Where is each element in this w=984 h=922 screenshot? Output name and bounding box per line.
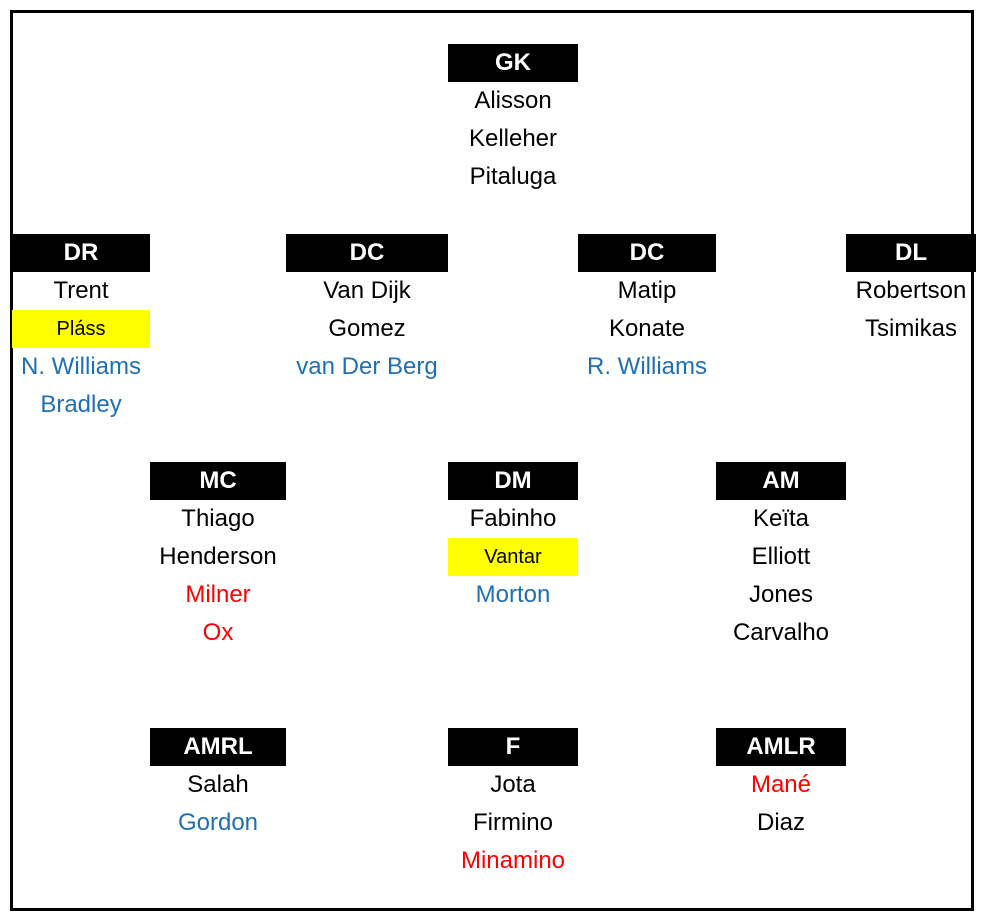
player-name: Pitaluga xyxy=(469,163,557,190)
player-name: Jones xyxy=(748,581,814,608)
player-name: Gomez xyxy=(328,315,406,342)
player-name: Elliott xyxy=(751,543,811,570)
player-name: Jota xyxy=(490,771,536,798)
position-header-dr: DR xyxy=(12,234,150,272)
player-name: Henderson xyxy=(159,543,277,570)
position-header-dc-right: DC xyxy=(578,234,716,272)
position-header-dm: DM xyxy=(448,462,578,500)
player-name: Carvalho xyxy=(732,619,830,646)
player-name: Fabinho xyxy=(469,505,557,532)
player-name: Morton xyxy=(475,581,551,608)
player-name: Kelleher xyxy=(468,125,558,152)
player-name: Ox xyxy=(202,619,234,646)
player-name: Matip xyxy=(617,277,677,304)
player-name: Van Dijk xyxy=(323,277,411,304)
player-name: Konate xyxy=(608,315,686,342)
player-name: Alisson xyxy=(474,87,552,114)
position-header-dl: DL xyxy=(846,234,976,272)
player-name: Bradley xyxy=(40,391,122,418)
position-header-gk: GK xyxy=(448,44,578,82)
player-name: Keïta xyxy=(752,505,810,532)
position-header-f: F xyxy=(448,728,578,766)
player-name: Thiago xyxy=(181,505,255,532)
player-name: R. Williams xyxy=(587,353,707,380)
player-name: Minamino xyxy=(460,847,566,874)
player-name: Firmino xyxy=(472,809,553,836)
player-name: Pláss xyxy=(12,310,150,348)
player-name: Diaz xyxy=(756,809,805,836)
player-name: Gordon xyxy=(177,809,259,836)
position-header-dc-left: DC xyxy=(286,234,448,272)
player-name: Salah xyxy=(187,771,249,798)
player-name: Robertson xyxy=(855,277,967,304)
player-name: Trent xyxy=(53,277,109,304)
position-header-amrl: AMRL xyxy=(150,728,286,766)
player-name: Tsimikas xyxy=(864,315,957,342)
player-name: N. Williams xyxy=(21,353,141,380)
position-header-am: AM xyxy=(716,462,846,500)
player-name: Milner xyxy=(185,581,251,608)
player-name: van Der Berg xyxy=(296,353,438,380)
player-name: Vantar xyxy=(448,538,578,576)
player-name: Mané xyxy=(750,771,812,798)
position-header-mc: MC xyxy=(150,462,286,500)
position-header-amlr: AMLR xyxy=(716,728,846,766)
